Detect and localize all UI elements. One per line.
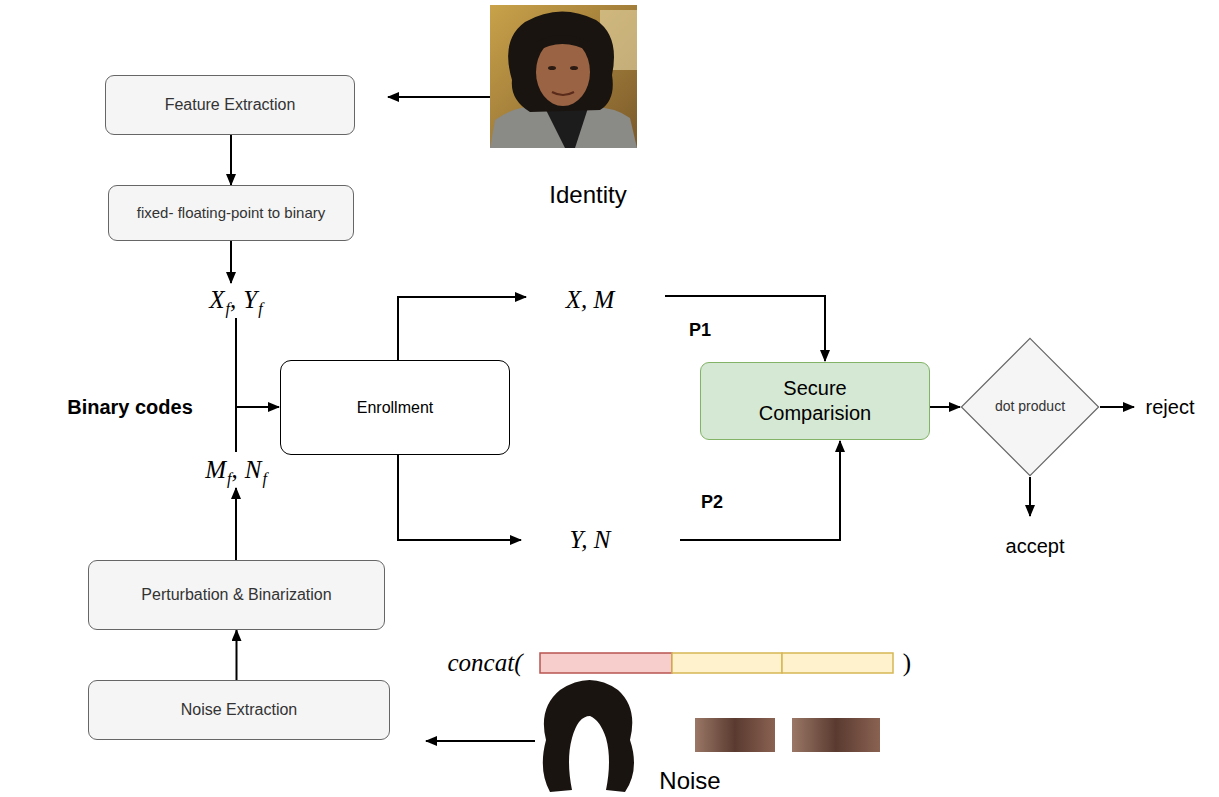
math-subscript: f: [258, 300, 262, 318]
outcome-label: accept: [1006, 535, 1065, 558]
decision-diamond: dot product: [960, 337, 1100, 477]
node-label: Feature Extraction: [165, 95, 296, 115]
process-box: Perturbation & Binarization: [88, 560, 385, 630]
eye-patch: [792, 718, 880, 752]
share-arrow: [398, 455, 521, 540]
flow-arrow: [235, 488, 237, 560]
input-arrow: [388, 96, 490, 98]
hair-image: [543, 680, 634, 792]
math-subscript: f: [227, 470, 231, 488]
enrollment-box: Enrollment: [280, 360, 510, 455]
decision-arrow: [1100, 406, 1134, 408]
math-symbol: Y: [243, 286, 257, 314]
math-expression: Mf,Nf: [205, 456, 267, 484]
math-label: X, M: [566, 286, 615, 314]
process-box: fixed- floating-point to binary: [108, 185, 354, 241]
math-comma: ,: [231, 456, 237, 484]
noise-segment: [782, 653, 893, 673]
party-label: P1: [689, 320, 711, 341]
process-box: Feature Extraction: [105, 75, 355, 135]
math-comma: ,: [230, 286, 236, 314]
math-subscript: f: [226, 300, 230, 318]
input-arrow: [426, 740, 535, 742]
math-symbol: X: [209, 286, 224, 314]
caption-label: Identity: [549, 181, 626, 209]
math-label: ): [903, 649, 911, 677]
code-line: [235, 318, 237, 452]
share-arrow: [398, 297, 526, 360]
party-label: P2: [701, 492, 723, 513]
eye-patch: [695, 718, 775, 752]
party-arrow: [665, 296, 825, 361]
node-label: fixed- floating-point to binary: [137, 204, 325, 223]
noise-segment: [540, 653, 672, 673]
flow-connector: [230, 135, 232, 185]
math-label: concat(: [448, 649, 523, 677]
node-label: Secure Comparision: [750, 376, 880, 426]
flow-arrow: [236, 406, 279, 408]
math-subscript: f: [262, 470, 266, 488]
node-label: Enrollment: [357, 398, 433, 418]
noise-segment: [672, 653, 782, 673]
comparison-box: Secure Comparision: [700, 362, 930, 440]
node-label: dot product: [995, 398, 1065, 416]
party-arrow: [680, 441, 840, 540]
flow-connector: [930, 406, 960, 408]
outcome-label: reject: [1146, 396, 1195, 419]
process-box: Noise Extraction: [88, 680, 390, 740]
math-symbol: N: [245, 456, 262, 484]
identity-photo: [490, 5, 637, 148]
flow-arrow: [230, 241, 232, 283]
math-expression: Xf,Yf: [209, 286, 262, 314]
math-symbol: M: [205, 456, 226, 484]
decision-arrow: [1029, 477, 1031, 516]
math-label: Y, N: [570, 526, 611, 554]
caption-label: Noise: [659, 767, 720, 795]
node-label: Noise Extraction: [181, 700, 298, 720]
node-label: Perturbation & Binarization: [141, 585, 331, 605]
side-label: Binary codes: [67, 396, 193, 419]
flow-connector: [236, 630, 238, 680]
